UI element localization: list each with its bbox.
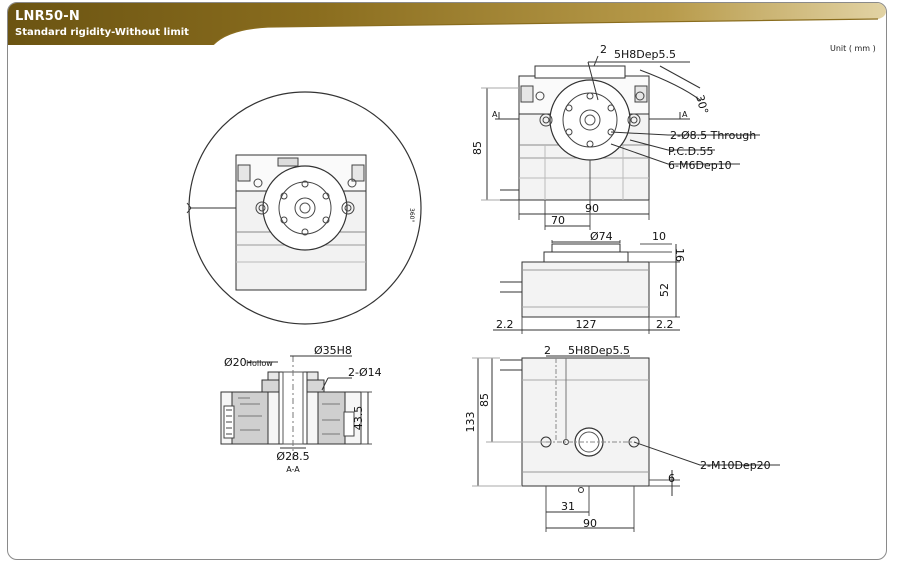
bottom-dim-center: 31 xyxy=(561,500,575,513)
top-callout-tapped: 6-M6Dep10 xyxy=(668,159,732,172)
top-callout-pcd: P.C.D.55 xyxy=(668,145,714,158)
section-bore-dia: Ø35H8 xyxy=(314,344,352,357)
top-dim-height: 85 xyxy=(471,141,484,155)
section-caption: A-A xyxy=(286,465,300,474)
front-dim-height: 52 xyxy=(658,283,671,297)
top-callout-qty: 2 xyxy=(600,43,607,56)
section-hollow-word: Hollow xyxy=(246,359,273,368)
front-dim-step: 10 xyxy=(652,230,666,243)
top-dim-width: 90 xyxy=(585,202,599,215)
bottom-callout-qty: 2 xyxy=(544,344,551,357)
front-view xyxy=(493,240,680,334)
bottom-dim-total: 133 xyxy=(464,412,477,433)
drawing-frame: LNR50-N Standard rigidity-Without limit … xyxy=(7,2,887,560)
rotation-view xyxy=(186,91,422,325)
section-marker-right: A xyxy=(682,110,688,119)
section-dim-height: 43.5 xyxy=(352,406,365,431)
section-view xyxy=(220,355,372,460)
front-dim-length: 127 xyxy=(576,318,597,331)
section-hollow-dia: Ø20 xyxy=(224,356,247,369)
unit-label: Unit ( mm ) xyxy=(830,44,876,53)
top-callout-through: 2-Ø8.5 Through xyxy=(670,129,756,142)
section-bottom-dia: Ø28.5 xyxy=(276,450,309,463)
rotation-angle-label: 360° xyxy=(408,208,415,222)
front-dim-left: 2.2 xyxy=(496,318,514,331)
page-subtitle: Standard rigidity-Without limit xyxy=(15,27,189,38)
top-callout-pin: 5H8Dep5.5 xyxy=(614,48,676,61)
section-holes: 2-Ø14 xyxy=(348,366,382,379)
front-dim-right: 2.2 xyxy=(656,318,674,331)
top-dim-offset: 70 xyxy=(551,214,565,227)
header-background xyxy=(8,3,886,45)
bottom-view xyxy=(472,355,780,532)
bottom-dim-partial: 85 xyxy=(478,393,491,407)
top-angle-label: 30° xyxy=(693,93,711,115)
page-title: LNR50-N xyxy=(15,9,80,24)
header-band: LNR50-N Standard rigidity-Without limit xyxy=(8,3,886,45)
front-dim-dia: Ø74 xyxy=(590,230,613,243)
bottom-callout-tapped: 2-M10Dep20 xyxy=(700,459,771,472)
top-view xyxy=(481,55,760,230)
front-dim-top: 16 xyxy=(673,248,686,262)
bottom-dim-edge: 6 xyxy=(668,472,675,485)
bottom-callout-pin: 5H8Dep5.5 xyxy=(568,344,630,357)
section-marker-left: A xyxy=(492,110,498,119)
bottom-dim-width: 90 xyxy=(583,517,597,530)
